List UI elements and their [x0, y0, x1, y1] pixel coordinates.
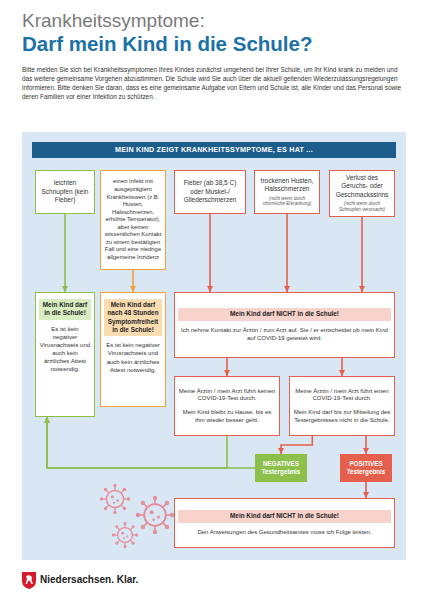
test-result-text: POSITIVES Testergebnis [343, 460, 389, 476]
intro-text: Bitte melden Sie sich bei Krankheitssymp… [22, 66, 406, 102]
symptom-text: Fieber (ab 38,5 C) oder Muskel-/ Glieder… [178, 179, 242, 204]
symptom-text: einen Infekt mit ausgeprägtem Krankheits… [104, 178, 162, 261]
symptom-box: einen Infekt mit ausgeprägtem Krankheits… [100, 170, 166, 270]
result-body: Es ist kein negativer Virusnachweis und … [104, 341, 162, 373]
symptom-box: Fieber (ab 38,5 C) oder Muskel-/ Glieder… [174, 170, 246, 214]
process-heading: Meine Ärztin / mein Arzt führt keinen CO… [178, 388, 276, 404]
panel-header: MEIN KIND ZEIGT KRANKHEITSSYMPTOME, ES H… [32, 142, 396, 158]
test-result-text: NEGATIVES Testergebnis [258, 460, 304, 476]
result-box: Mein Kind darf NICHT in die Schule! Den A… [174, 498, 395, 548]
process-box: Meine Ärztin / mein Arzt führt einen COV… [289, 376, 395, 436]
result-heading: Mein Kind darf NICHT in die Schule! [178, 308, 391, 320]
test-result-box: NEGATIVES Testergebnis [255, 454, 307, 482]
state-crest [22, 572, 36, 589]
symptom-text: leichten Schnupfen (kein Fieber) [39, 179, 91, 204]
subtitle: Darf mein Kind in die Schule? [22, 32, 312, 56]
symptom-box: trockenen Husten, Halsschmerzen (nicht we… [254, 170, 320, 214]
test-result-box: POSITIVES Testergebnis [340, 454, 392, 482]
symptom-box: leichten Schnupfen (kein Fieber) [35, 170, 95, 214]
symptom-panel: MEIN KIND ZEIGT KRANKHEITSSYMPTOME, ES H… [22, 132, 406, 560]
process-heading: Meine Ärztin / mein Arzt führt einen COV… [293, 388, 391, 404]
result-box: Mein Kind darf NICHT in die Schule! Ich n… [174, 292, 395, 358]
result-heading: Mein Kind darf in die Schule! [39, 299, 91, 320]
symptom-text: trockenen Husten, Halsschmerzen [258, 177, 316, 194]
process-box: Meine Ärztin / mein Arzt führt keinen CO… [174, 376, 280, 436]
result-box: Mein Kind darf nach 48 Stunden Symptomfr… [100, 292, 166, 407]
symptom-note: (nicht wenn durch Schnupfen verursacht) [333, 201, 391, 212]
title: Krankheitssymptome: [22, 10, 205, 32]
result-heading: Mein Kind darf NICHT in die Schule! [178, 510, 391, 522]
result-body: Ich nehme Kontakt zur Ärztin / zum Arzt … [178, 326, 391, 342]
result-heading: Mein Kind darf nach 48 Stunden Symptomfr… [104, 299, 162, 336]
process-body: Mein Kind bleibt zu Hause, bis es ihm wi… [178, 408, 276, 424]
symptom-text: Verlust des Geruchs- oder Geschmackssinn… [333, 174, 391, 199]
result-body: Den Anweisungen des Gesundheitsamtes mus… [178, 528, 391, 536]
symptom-box: Verlust des Geruchs- oder Geschmackssinn… [329, 170, 395, 217]
brand-name: Niedersachsen. Klar. [40, 574, 138, 585]
symptom-note: (nicht wenn durch chronische Erkrankung) [258, 196, 316, 207]
result-body: Es ist kein negativer Virusnachweis und … [39, 325, 91, 374]
result-box: Mein Kind darf in die Schule! Es ist kein… [35, 292, 95, 417]
process-body: Mein Kind darf bis zur Mitteilung des Te… [293, 408, 391, 424]
